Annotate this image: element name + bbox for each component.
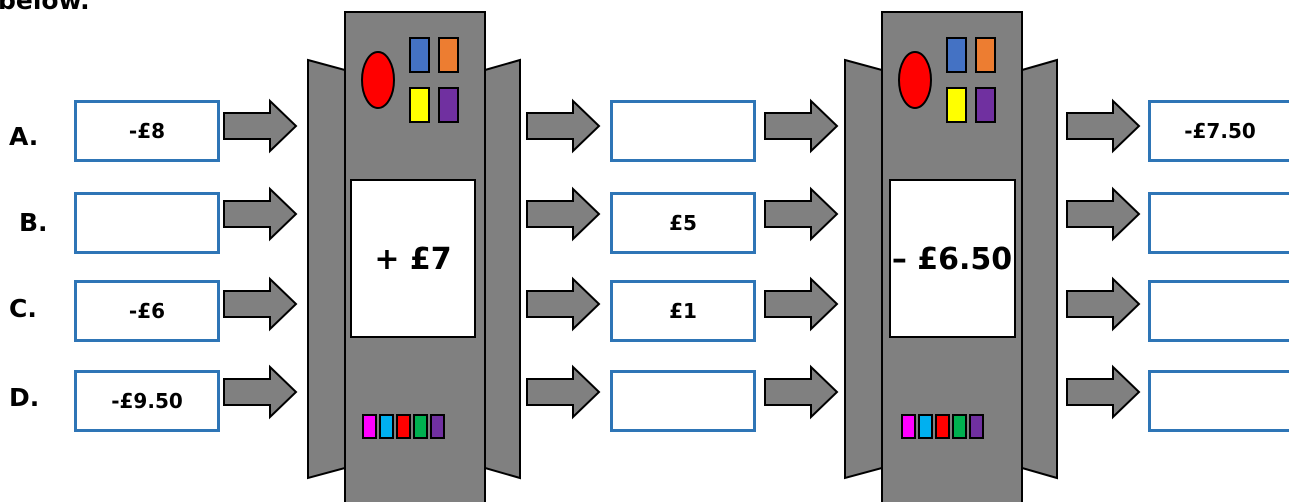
machine-1-left-flap (307, 58, 346, 480)
output-box-b[interactable] (1148, 192, 1289, 254)
output-box-d[interactable] (1148, 370, 1289, 432)
machine-1-right-flap (484, 58, 521, 480)
row-label-b: B. (19, 208, 48, 237)
machine-2: – £6.50 (844, 11, 1058, 502)
middle-box-d[interactable] (610, 370, 756, 432)
machine-2-operation: – £6.50 (892, 242, 1012, 277)
machine-1-screen (350, 179, 476, 338)
machine-2-led-green (952, 414, 967, 439)
arrow-input-to-machine1-row-d (223, 364, 298, 420)
arrow-input-to-machine1-row-c (223, 276, 298, 332)
middle-box-b[interactable]: £5 (610, 192, 756, 254)
machine-1-led-purple (430, 414, 445, 439)
row-label-a: A. (9, 122, 39, 151)
middle-box-a[interactable] (610, 100, 756, 162)
arrows-layer (223, 98, 1141, 420)
machine-2-button-blue (946, 37, 967, 73)
input-box-d[interactable]: -£9.50 (74, 370, 220, 432)
machine-1-button-orange (438, 37, 459, 73)
machine-2-led-cyan (918, 414, 933, 439)
machine-2-button-purple (975, 87, 996, 123)
machine-2-button-orange (975, 37, 996, 73)
arrow-middle-to-machine2-row-d (764, 364, 839, 420)
machine-1-led-cyan (379, 414, 394, 439)
machine-1-led-green (413, 414, 428, 439)
output-box-a[interactable]: -£7.50 (1148, 100, 1289, 162)
input-box-c[interactable]: -£6 (74, 280, 220, 342)
machine-1-button-purple (438, 87, 459, 123)
machine-2-led-magenta (901, 414, 916, 439)
machine-1-led-magenta (362, 414, 377, 439)
arrow-machine2-to-output-row-d (1066, 364, 1141, 420)
output-box-c[interactable] (1148, 280, 1289, 342)
arrow-machine2-to-output-row-c (1066, 276, 1141, 332)
machine-2-screen (889, 179, 1016, 338)
machine-1: + £7 (307, 11, 521, 502)
machine-1-red-light (361, 51, 395, 109)
arrow-input-to-machine1-row-a (223, 98, 298, 154)
input-box-b[interactable] (74, 192, 220, 254)
row-label-d: D. (9, 383, 40, 412)
machine-2-led-purple (969, 414, 984, 439)
machine-2-led-red (935, 414, 950, 439)
machine-2-red-light (898, 51, 932, 109)
row-label-c: C. (9, 294, 37, 323)
instruction-fragment: below. (0, 0, 90, 15)
arrow-input-to-machine1-row-b (223, 186, 298, 242)
middle-box-c[interactable]: £1 (610, 280, 756, 342)
arrow-middle-to-machine2-row-c (764, 276, 839, 332)
machine-1-led-red (396, 414, 411, 439)
arrow-machine1-to-middle-row-b (526, 186, 601, 242)
machine-2-left-flap (844, 58, 883, 480)
machine-2-button-yellow (946, 87, 967, 123)
machine-1-button-yellow (409, 87, 430, 123)
arrow-machine1-to-middle-row-a (526, 98, 601, 154)
machine-1-button-blue (409, 37, 430, 73)
arrow-machine2-to-output-row-a (1066, 98, 1141, 154)
machine-1-operation: + £7 (374, 242, 451, 277)
arrow-middle-to-machine2-row-b (764, 186, 839, 242)
machine-2-right-flap (1021, 58, 1058, 480)
arrow-middle-to-machine2-row-a (764, 98, 839, 154)
arrow-machine1-to-middle-row-c (526, 276, 601, 332)
arrow-machine2-to-output-row-b (1066, 186, 1141, 242)
arrow-machine1-to-middle-row-d (526, 364, 601, 420)
input-box-a[interactable]: -£8 (74, 100, 220, 162)
